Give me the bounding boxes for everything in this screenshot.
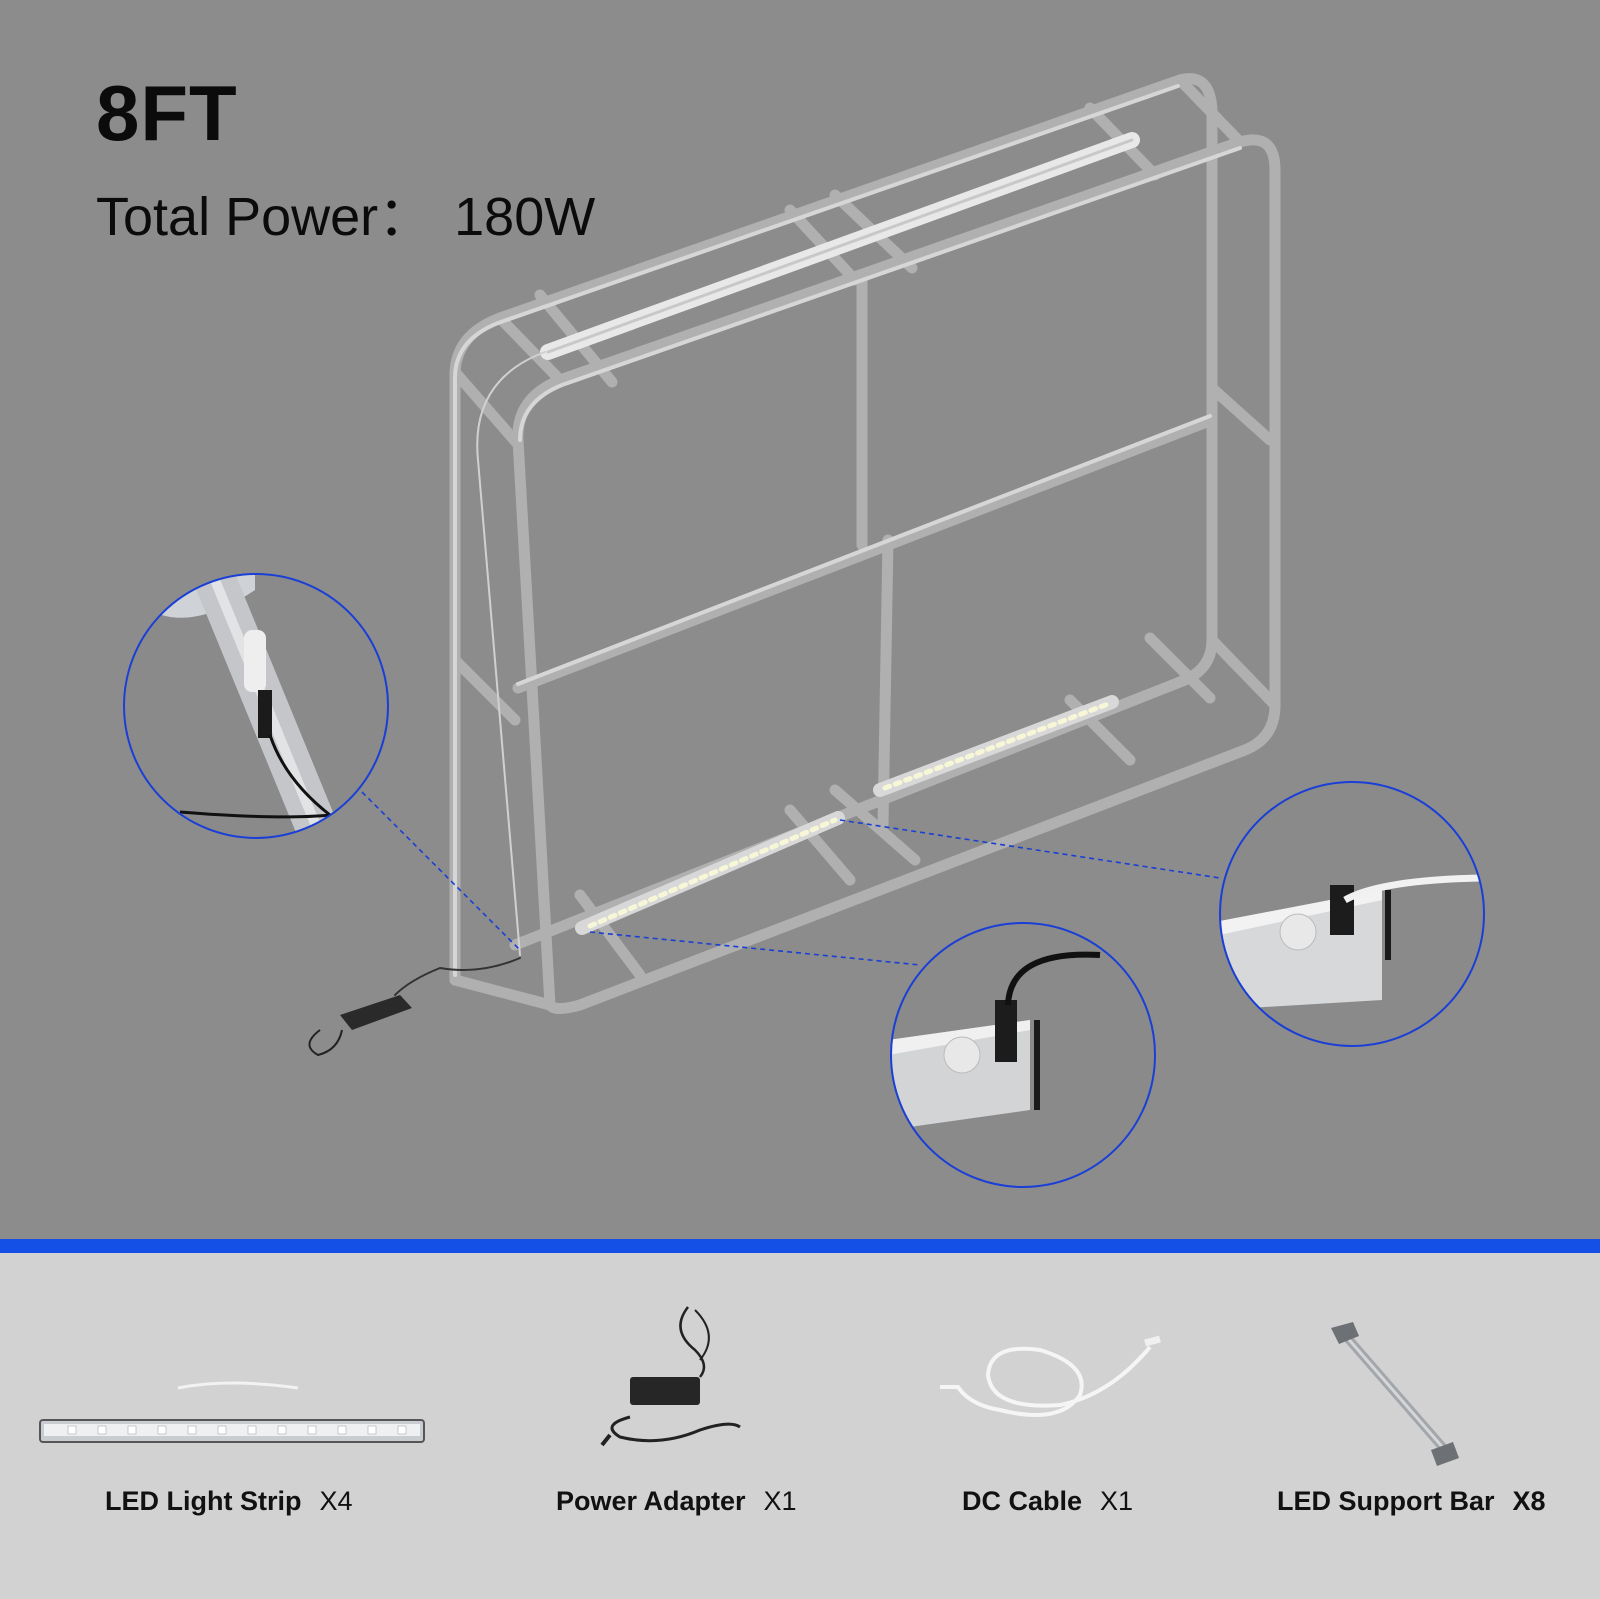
dc-cable-icon: [940, 1335, 1170, 1450]
product-display-area: 8FT Total Power： 180W: [0, 0, 1600, 1239]
strip-connector-closeup-white: [1219, 781, 1485, 1047]
size-title: 8FT: [96, 69, 238, 157]
callout-leaders: [361, 791, 1221, 966]
power-adapter-on-floor: [308, 995, 412, 1057]
section-divider: [0, 1239, 1600, 1253]
total-power-text: Total Power： 180W: [96, 172, 595, 251]
power-adapter-icon: [600, 1305, 760, 1460]
led-support-bar-icon: [1325, 1320, 1460, 1475]
dc-jack-closeup: [123, 573, 389, 839]
power-value: 180W: [454, 187, 596, 247]
tent-frame: [394, 73, 1281, 1014]
led-light-strip-icon: [38, 1380, 428, 1455]
frame-illustration: [123, 73, 1485, 1188]
strip-connector-closeup-black: [890, 922, 1156, 1188]
power-label: Total Power：: [96, 187, 433, 247]
